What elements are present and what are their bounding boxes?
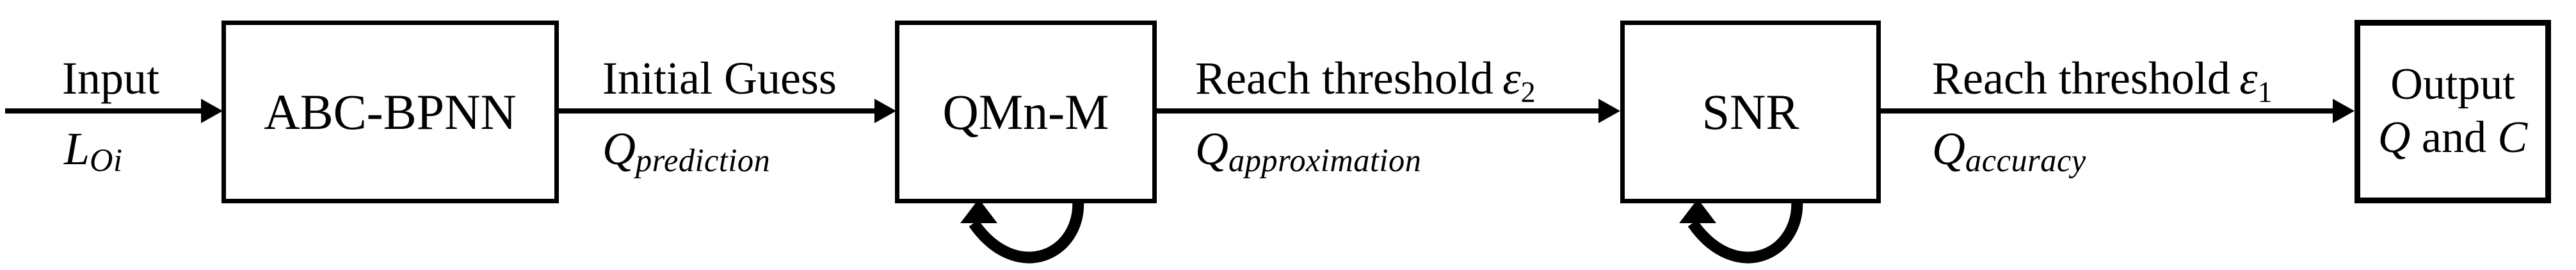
epsilon-1-subscript: 1 bbox=[2257, 75, 2273, 108]
reach-threshold-1-text: Reach threshold bbox=[1932, 53, 2230, 104]
input-label-text: Input bbox=[62, 53, 159, 104]
epsilon-1-symbol: ε bbox=[2239, 53, 2258, 104]
prediction-symbol-subscript: prediction bbox=[636, 142, 771, 179]
snr-box-label: SNR bbox=[1702, 83, 1799, 140]
reach-threshold-2-arrow-icon bbox=[1154, 99, 1620, 123]
abc-bpnn-box: ABC-BPNN bbox=[221, 21, 559, 203]
output-var-c: C bbox=[2497, 113, 2528, 162]
abc-bpnn-box-label: ABC-BPNN bbox=[264, 83, 517, 140]
snr-self-loop-arrow-icon bbox=[1679, 198, 1803, 264]
reach-threshold-1-arrow-icon bbox=[1878, 99, 2355, 123]
input-arrow-icon bbox=[5, 99, 223, 123]
output-box-title: Output bbox=[2390, 60, 2515, 110]
qmn-m-box: QMn-M bbox=[895, 21, 1157, 203]
reach-threshold-2-text: Reach threshold bbox=[1195, 53, 1493, 104]
initial-guess-arrow-icon bbox=[559, 99, 896, 123]
accuracy-symbol-subscript: accuracy bbox=[1965, 142, 2086, 179]
initial-guess-top-label: Initial Guess bbox=[602, 55, 837, 101]
epsilon-2-subscript: 2 bbox=[1520, 75, 1536, 108]
snr-box: SNR bbox=[1620, 21, 1881, 203]
output-box-variables: Q and C bbox=[2378, 112, 2527, 165]
output-var-q: Q bbox=[2378, 113, 2411, 162]
input-arrow-top-label: Input bbox=[62, 55, 159, 101]
output-box: Output Q and C bbox=[2355, 20, 2551, 203]
qmn-m-box-label: QMn-M bbox=[942, 83, 1109, 140]
prediction-symbol-base: Q bbox=[602, 123, 636, 174]
accuracy-symbol-label: Qaccuracy bbox=[1932, 123, 2086, 176]
initial-guess-label-text: Initial Guess bbox=[602, 53, 837, 104]
input-arrow-symbol-label: LOi bbox=[64, 123, 122, 176]
accuracy-symbol-base: Q bbox=[1932, 123, 1965, 174]
approximation-symbol-label: Qapproximation bbox=[1195, 123, 1421, 176]
epsilon-2-symbol: ε bbox=[1502, 53, 1521, 104]
approximation-symbol-base: Q bbox=[1195, 123, 1228, 174]
input-symbol-subscript: Oi bbox=[90, 142, 123, 179]
qmn-m-self-loop-arrow-icon bbox=[960, 198, 1084, 264]
output-conjunction: and bbox=[2410, 113, 2498, 162]
approximation-symbol-subscript: approximation bbox=[1228, 142, 1422, 179]
initial-guess-symbol-label: Qprediction bbox=[602, 123, 770, 176]
input-symbol-base: L bbox=[64, 123, 90, 174]
